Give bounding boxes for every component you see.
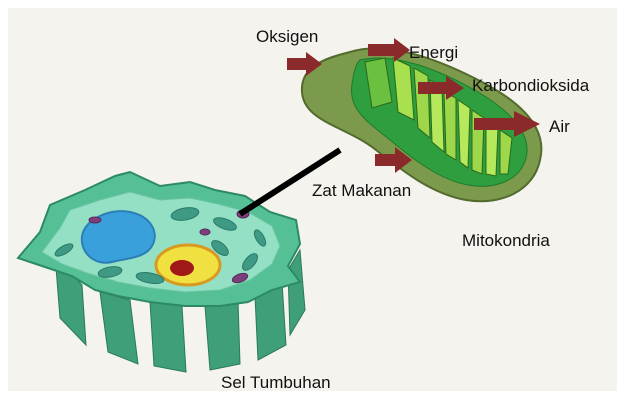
label-zat-makanan: Zat Makanan: [312, 181, 411, 200]
label-air: Air: [549, 117, 570, 136]
label-oksigen: Oksigen: [256, 27, 318, 46]
label-karbondioksida: Karbondioksida: [472, 76, 590, 95]
label-energi: Energi: [409, 43, 458, 62]
nucleolus: [170, 260, 194, 276]
label-mitokondria: Mitokondria: [462, 231, 550, 250]
label-sel-tumbuhan: Sel Tumbuhan: [221, 373, 331, 392]
